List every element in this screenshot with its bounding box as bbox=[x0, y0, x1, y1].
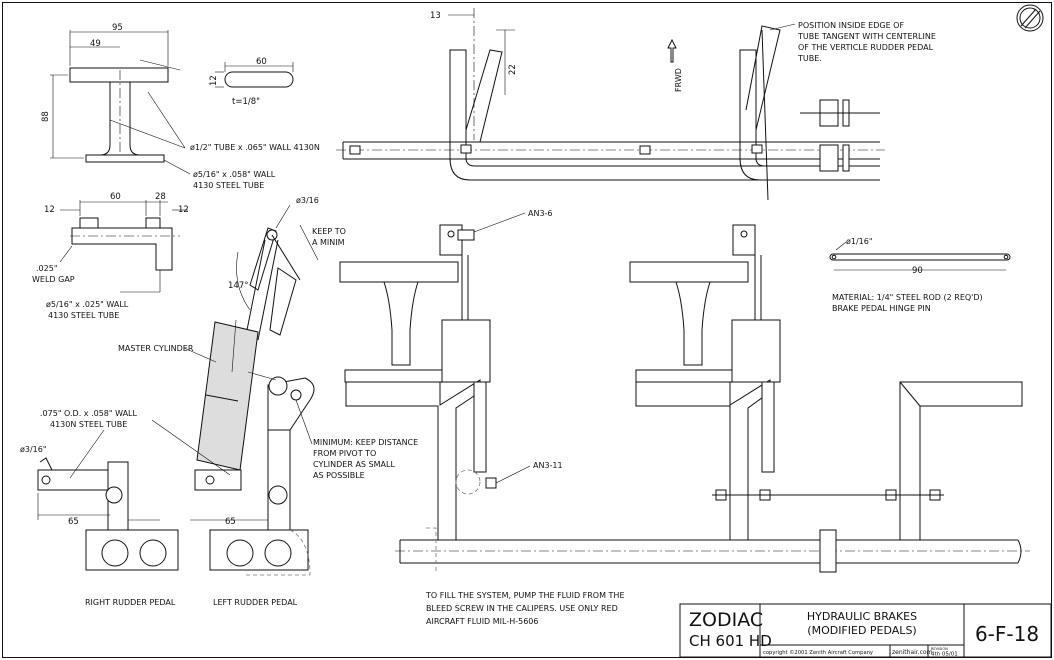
leader-line bbox=[769, 23, 796, 31]
weld-gap-label: WELD GAP bbox=[32, 275, 75, 284]
dim-88: 88 bbox=[41, 111, 51, 122]
tube-025-note-l1: ø5/16" x .025" WALL bbox=[46, 300, 129, 309]
dim-phi116: ø1/16" bbox=[846, 237, 873, 246]
website-text: zenithair.com bbox=[892, 649, 933, 656]
tube-516-note-l1: ø5/16" x .058" WALL bbox=[193, 170, 276, 179]
revision-value: 4th 05/01 bbox=[931, 652, 958, 658]
title-block bbox=[679, 603, 1052, 658]
dim-12-right: 12 bbox=[178, 205, 189, 215]
min-distance-l1: MINIMUM: KEEP DISTANCE bbox=[313, 438, 418, 447]
right-rudder-pedal-label: RIGHT RUDDER PEDAL bbox=[85, 598, 176, 607]
min-distance-l4: AS POSSIBLE bbox=[313, 471, 365, 480]
slot-plate-detail bbox=[215, 62, 294, 88]
pedal-assembly-front-view bbox=[339, 224, 1030, 573]
leader-line bbox=[109, 119, 186, 149]
leader-line bbox=[247, 371, 277, 381]
dim-147: 147° bbox=[228, 281, 248, 291]
keep-min-l1: KEEP TO bbox=[312, 227, 346, 236]
position-note-l1: POSITION INSIDE EDGE OF bbox=[798, 21, 904, 30]
position-note-l3: OF THE VERTICLE RUDDER PEDAL bbox=[798, 43, 934, 52]
dim-95: 95 bbox=[112, 23, 123, 33]
leader-line bbox=[295, 399, 313, 445]
drawing-title-l2: (MODIFIED PEDALS) bbox=[807, 624, 916, 637]
tube-075-note-l1: .075" O.D. x .058" WALL bbox=[40, 409, 138, 418]
leader-line bbox=[147, 91, 186, 149]
leader-line bbox=[473, 212, 526, 233]
dim-13: 13 bbox=[430, 11, 441, 21]
dim-phi316-pedal: ø3/16" bbox=[20, 445, 47, 454]
weld-bracket-detail bbox=[59, 200, 188, 293]
min-distance-l2: FROM PIVOT TO bbox=[313, 449, 376, 458]
dim-49: 49 bbox=[90, 39, 101, 49]
dim-12-plate: 12 bbox=[209, 75, 219, 86]
fill-note-l2: BLEED SCREW IN THE CALIPERS. USE ONLY RE… bbox=[426, 604, 618, 613]
dim-60-bracket: 60 bbox=[110, 192, 121, 202]
tube-516-note-l2: 4130 STEEL TUBE bbox=[193, 181, 264, 190]
left-rudder-pedal-label: LEFT RUDDER PEDAL bbox=[213, 598, 298, 607]
tube-025-note-l2: 4130 STEEL TUBE bbox=[48, 311, 119, 320]
zenith-logo-icon bbox=[1016, 4, 1044, 32]
leader-line bbox=[495, 465, 531, 484]
fill-note-l3: AIRCRAFT FLUID MIL-H-5606 bbox=[426, 617, 538, 626]
an36-label: AN3-6 bbox=[528, 209, 553, 218]
an311-label: AN3-11 bbox=[533, 461, 563, 470]
hinge-pin-detail bbox=[829, 241, 1011, 271]
dim-28: 28 bbox=[155, 192, 166, 202]
min-distance-l3: CYLINDER AS SMALL bbox=[313, 460, 395, 469]
dim-phi316-top: ø3/16 bbox=[296, 196, 319, 205]
position-note-l4: TUBE. bbox=[797, 54, 822, 63]
revision-label: REVISION bbox=[931, 647, 948, 651]
tube-half-inch-note: ø1/2" TUBE x .065" WALL 4130N bbox=[190, 143, 320, 152]
pedal-tube-top-view bbox=[336, 8, 885, 201]
material-note-l1: MATERIAL: 1/4" STEEL ROD (2 REQ'D) bbox=[832, 293, 983, 302]
dim-65-right: 65 bbox=[68, 517, 79, 527]
drawing-title-l1: HYDRAULIC BRAKES bbox=[807, 610, 917, 623]
position-note-l2: TUBE TANGENT WITH CENTERLINE bbox=[797, 32, 936, 41]
thickness-label: t=1/8" bbox=[232, 97, 260, 107]
fill-note-l1: TO FILL THE SYSTEM, PUMP THE FLUID FROM … bbox=[425, 591, 625, 600]
model-name: CH 601 HD bbox=[689, 632, 772, 650]
t-bracket-detail bbox=[50, 30, 169, 163]
tube-075-note-l2: 4130N STEEL TUBE bbox=[50, 420, 127, 429]
leader-line bbox=[139, 59, 181, 71]
dim-90: 90 bbox=[912, 266, 923, 276]
leader-line bbox=[163, 159, 191, 175]
copyright-text: copyright ©2001 Zenith Aircraft Company bbox=[763, 649, 873, 656]
dim-65-left: 65 bbox=[225, 517, 236, 527]
keep-min-l2: A MINIM bbox=[312, 238, 345, 247]
weld-gap-value: .025" bbox=[36, 264, 58, 273]
master-cylinder-label: MASTER CYLINDER bbox=[118, 344, 194, 353]
sheet-number: 6-F-18 bbox=[975, 622, 1039, 646]
forward-arrow-icon bbox=[667, 38, 677, 63]
pedal-assembly-side-view bbox=[190, 204, 319, 576]
right-pedal-side-view bbox=[37, 419, 231, 571]
dim-60-plate: 60 bbox=[256, 57, 267, 67]
leader-line bbox=[183, 347, 217, 363]
brand-name: ZODIAC bbox=[689, 609, 763, 631]
material-note-l2: BRAKE PEDAL HINGE PIN bbox=[832, 304, 931, 313]
forward-label: FRWD bbox=[674, 68, 683, 92]
dim-22: 22 bbox=[508, 64, 518, 75]
dim-12-left: 12 bbox=[44, 205, 55, 215]
